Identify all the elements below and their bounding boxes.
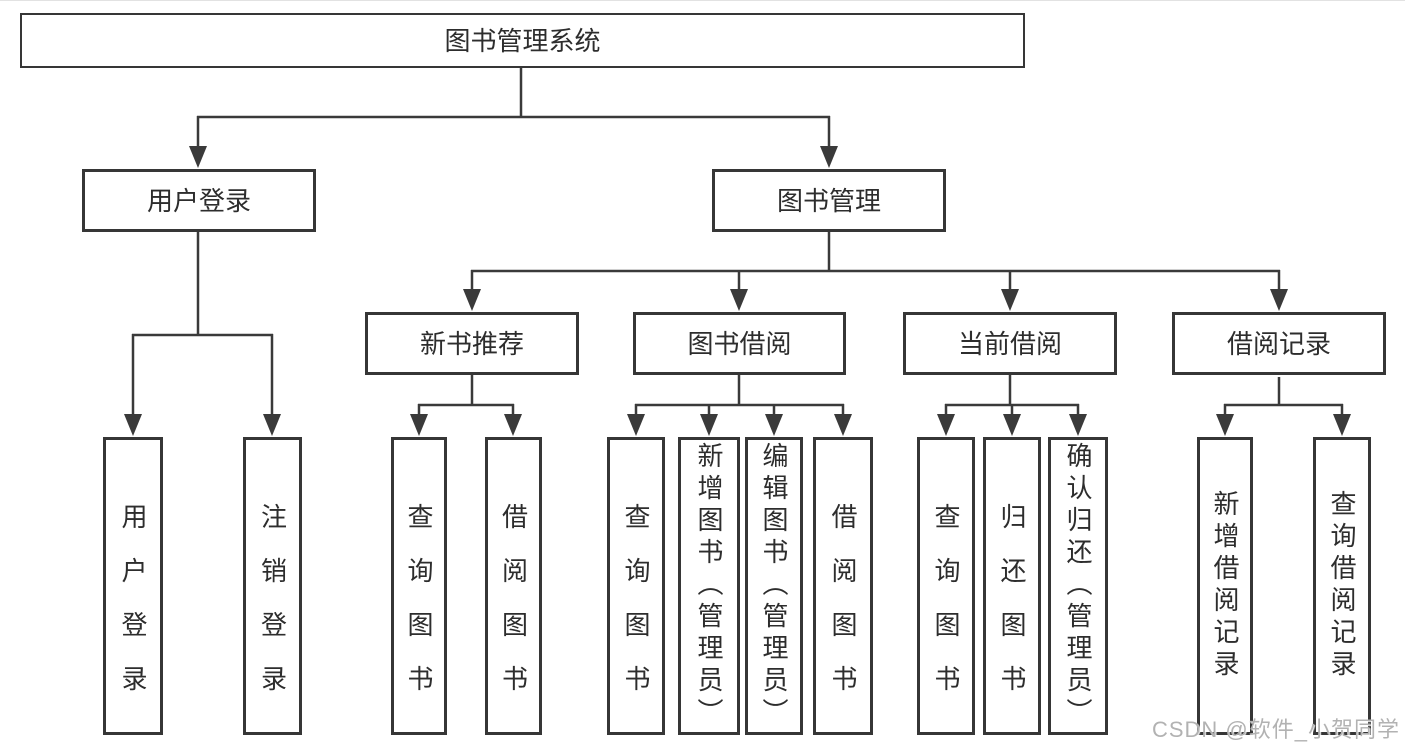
arrow-down-icon: [463, 289, 481, 311]
leaf-confirm-return-admin: 确认归还（管理员）: [1048, 437, 1108, 735]
leaf-borrow-books-label: 借阅图书: [828, 503, 858, 719]
leaf-user-login-label: 用户登录: [118, 503, 148, 719]
node-current-borrow: 当前借阅: [903, 312, 1117, 375]
leaf-recommend-query-books-label: 查询图书: [404, 503, 434, 719]
arrow-down-icon: [730, 289, 748, 311]
arrow-down-icon: [189, 146, 207, 168]
node-new-book-recommend-label: 新书推荐: [419, 328, 524, 359]
leaf-add-borrow-record: 新增借阅记录: [1197, 437, 1253, 735]
arrow-down-icon: [627, 414, 645, 436]
window-edge-divider: [0, 0, 1405, 1]
leaf-confirm-return-admin-label: 确认归还（管理员）: [1063, 442, 1093, 730]
node-root-label: 图书管理系统: [444, 25, 601, 56]
leaf-add-books-admin-label: 新增图书（管理员）: [694, 442, 724, 730]
node-user-login-label: 用户登录: [146, 185, 251, 216]
arrow-down-icon: [1216, 414, 1234, 436]
arrow-down-icon: [124, 414, 142, 436]
node-book-borrow: 图书借阅: [633, 312, 846, 375]
arrow-down-icon: [937, 414, 955, 436]
csdn-watermark: CSDN @软件_小贺同学: [1151, 717, 1400, 742]
arrow-down-icon: [1069, 414, 1087, 436]
leaf-query-borrow-record-label: 查询借阅记录: [1327, 490, 1357, 682]
node-borrow-records-label: 借阅记录: [1226, 328, 1331, 359]
node-book-borrow-label: 图书借阅: [687, 328, 792, 359]
leaf-borrow-query-books-label: 查询图书: [621, 503, 651, 719]
leaf-current-query-books-label: 查询图书: [931, 503, 961, 719]
leaf-return-books: 归还图书: [983, 437, 1041, 735]
leaf-recommend-borrow-books-label: 借阅图书: [498, 503, 529, 719]
leaf-recommend-query-books: 查询图书: [391, 437, 447, 735]
leaf-add-borrow-record-label: 新增借阅记录: [1210, 490, 1240, 682]
arrow-down-icon: [1003, 414, 1021, 436]
arrow-down-icon: [765, 414, 783, 436]
arrow-down-icon: [834, 414, 852, 436]
leaf-return-books-label: 归还图书: [997, 503, 1027, 719]
arrow-down-icon: [700, 414, 718, 436]
leaf-logout-label: 注销登录: [257, 503, 288, 719]
arrow-down-icon: [820, 146, 838, 168]
arrow-down-icon: [263, 414, 281, 436]
leaf-query-borrow-record: 查询借阅记录: [1313, 437, 1371, 735]
node-book-management-label: 图书管理: [776, 185, 881, 216]
leaf-borrow-books: 借阅图书: [813, 437, 873, 735]
arrow-down-icon: [1001, 289, 1019, 311]
arrow-down-icon: [1333, 414, 1351, 436]
leaf-current-query-books: 查询图书: [917, 437, 975, 735]
leaf-borrow-query-books: 查询图书: [607, 437, 665, 735]
leaf-recommend-borrow-books: 借阅图书: [485, 437, 542, 735]
arrow-down-icon: [410, 414, 428, 436]
leaf-add-books-admin: 新增图书（管理员）: [678, 437, 740, 735]
node-root: 图书管理系统: [20, 13, 1025, 68]
arrow-down-icon: [504, 414, 522, 436]
node-new-book-recommend: 新书推荐: [365, 312, 579, 375]
node-current-borrow-label: 当前借阅: [957, 328, 1062, 359]
leaf-user-login: 用户登录: [103, 437, 163, 735]
leaf-edit-books-admin-label: 编辑图书（管理员）: [759, 442, 789, 730]
node-user-login: 用户登录: [82, 169, 316, 232]
leaf-logout: 注销登录: [243, 437, 302, 735]
arrow-down-icon: [1270, 289, 1288, 311]
node-borrow-records: 借阅记录: [1172, 312, 1386, 375]
leaf-edit-books-admin: 编辑图书（管理员）: [745, 437, 803, 735]
node-book-management: 图书管理: [712, 169, 946, 232]
